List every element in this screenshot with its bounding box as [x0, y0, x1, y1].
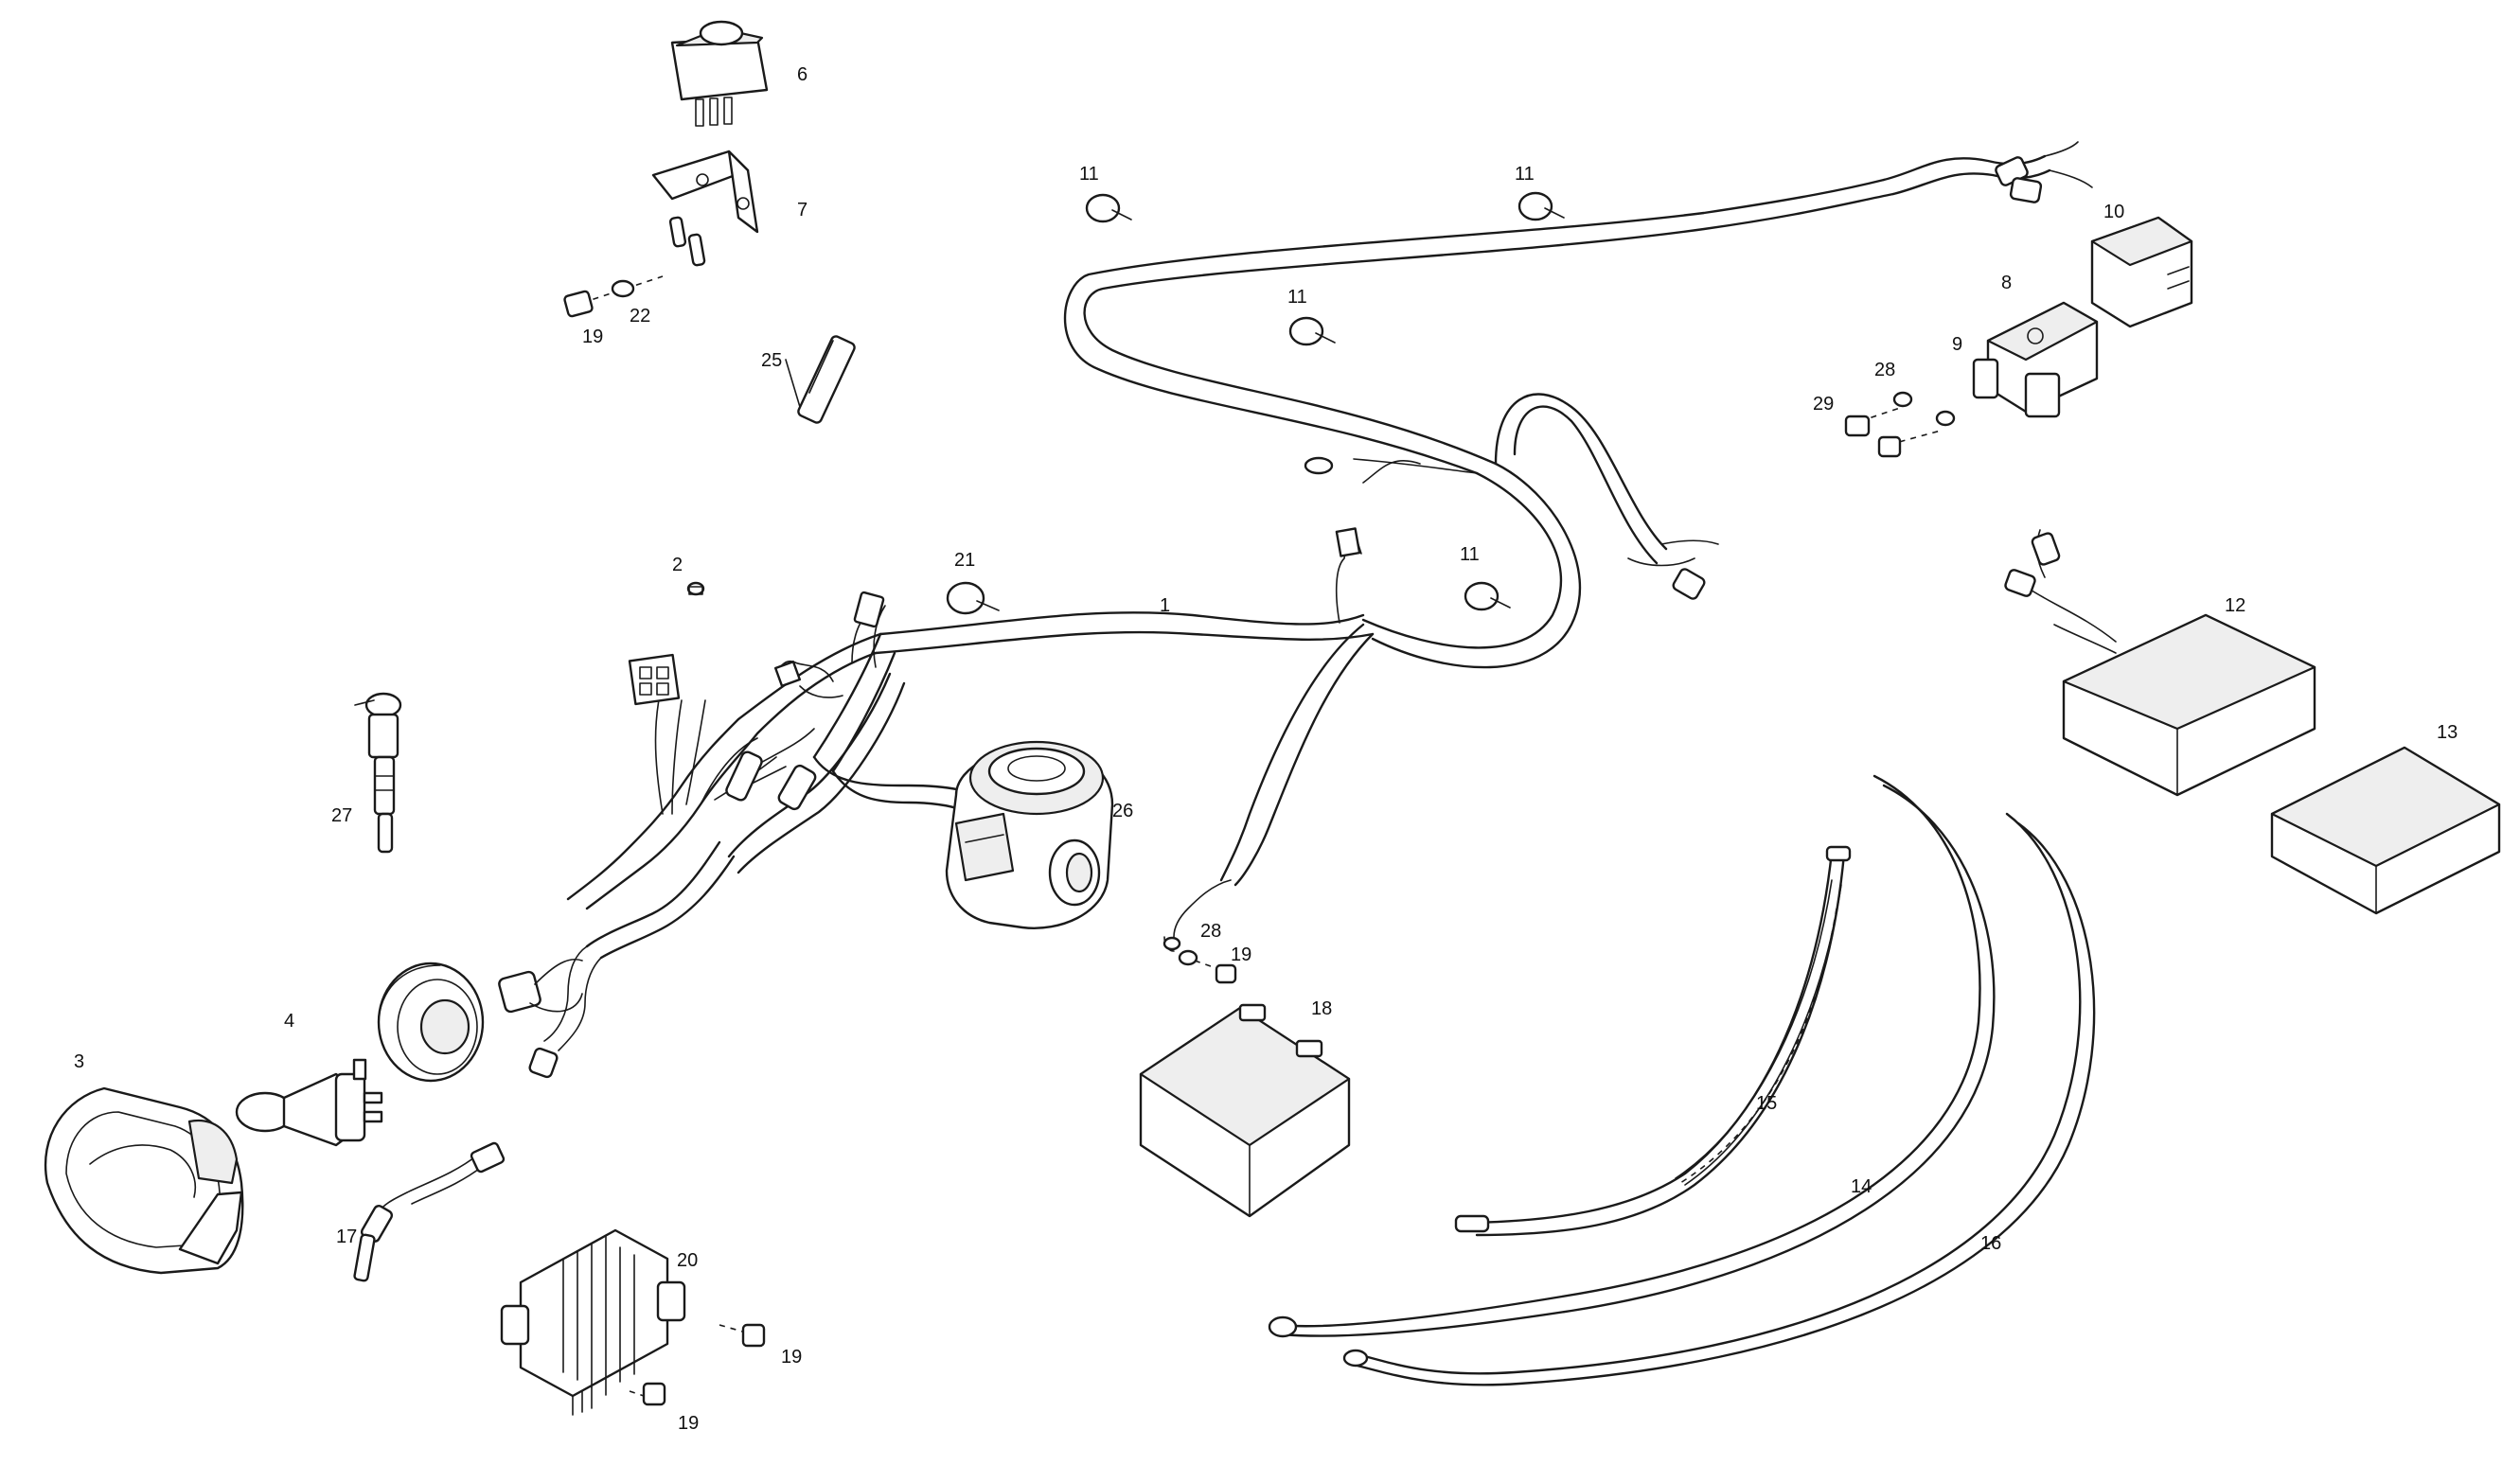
callout-label: 21 — [954, 550, 975, 571]
callout-label: 13 — [2437, 722, 2458, 743]
callout-label: 9 — [1952, 334, 1962, 355]
callout-label: 7 — [797, 200, 807, 221]
battery — [1139, 1003, 1351, 1218]
headlight-bulb — [235, 1058, 383, 1147]
callout-label: 29 — [1813, 394, 1834, 415]
starter-relay — [1972, 301, 2099, 418]
callout-label: 4 — [284, 1011, 294, 1032]
ignition-switch — [945, 740, 1114, 929]
harness-end-connectors — [1627, 141, 2093, 600]
callout-labels: 1 2 3 4 6 7 8 9 10 11 11 11 11 12 13 14 … — [74, 64, 2458, 1434]
cdi-unit — [2004, 529, 2316, 797]
callout-label: 11 — [1460, 544, 1480, 565]
callout-label: 12 — [2225, 595, 2245, 616]
callout-label: 27 — [331, 805, 352, 826]
bulb-dust-cover — [377, 962, 485, 1083]
callout-label: 20 — [677, 1250, 698, 1271]
callout-label: 25 — [761, 350, 782, 371]
callout-label: 11 — [1287, 287, 1307, 308]
callout-label: 16 — [1980, 1233, 2001, 1254]
callout-label: 1 — [1160, 595, 1170, 616]
callout-label: 6 — [797, 64, 807, 85]
callout-label: 2 — [672, 555, 683, 575]
fuse — [785, 335, 856, 424]
callout-label: 8 — [2001, 273, 2012, 293]
callout-label: 15 — [1756, 1093, 1777, 1114]
horn-unit — [670, 20, 769, 127]
callout-label: 18 — [1311, 998, 1332, 1019]
callout-label: 28 — [1200, 921, 1221, 942]
relay-bolts-washers — [1844, 391, 1956, 458]
horn-bolt-washer — [563, 275, 664, 318]
callout-label: 3 — [74, 1051, 84, 1072]
callout-label: 14 — [1851, 1176, 1872, 1197]
flasher-relay — [2090, 216, 2193, 328]
callout-label: 11 — [1079, 164, 1099, 185]
callout-label: 17 — [336, 1227, 357, 1247]
callout-label: 19 — [781, 1347, 802, 1368]
ignition-coil-cap — [354, 692, 402, 854]
horn-mounting-bracket — [651, 150, 759, 267]
headlight-socket — [498, 959, 583, 1014]
headlight-assembly — [44, 1086, 244, 1275]
callout-label: 19 — [582, 327, 603, 347]
grommet — [686, 581, 705, 596]
callout-label: 19 — [678, 1413, 699, 1434]
battery-terminal-bolt — [1162, 936, 1237, 984]
callout-label: 22 — [630, 306, 650, 327]
regulator-bolts — [629, 1323, 766, 1406]
callout-label: 10 — [2103, 202, 2124, 222]
main-wiring-harness — [528, 154, 2051, 1079]
callout-label: 26 — [1112, 801, 1133, 821]
sensor-lead — [353, 1141, 506, 1282]
battery-cables — [1268, 774, 2096, 1386]
electronic-control-box — [2270, 746, 2501, 915]
voltage-regulator — [500, 1228, 686, 1416]
callout-label: 11 — [1515, 164, 1535, 185]
callout-label: 19 — [1231, 944, 1251, 965]
callout-label: 28 — [1874, 360, 1895, 380]
cable-ties — [946, 191, 1565, 615]
